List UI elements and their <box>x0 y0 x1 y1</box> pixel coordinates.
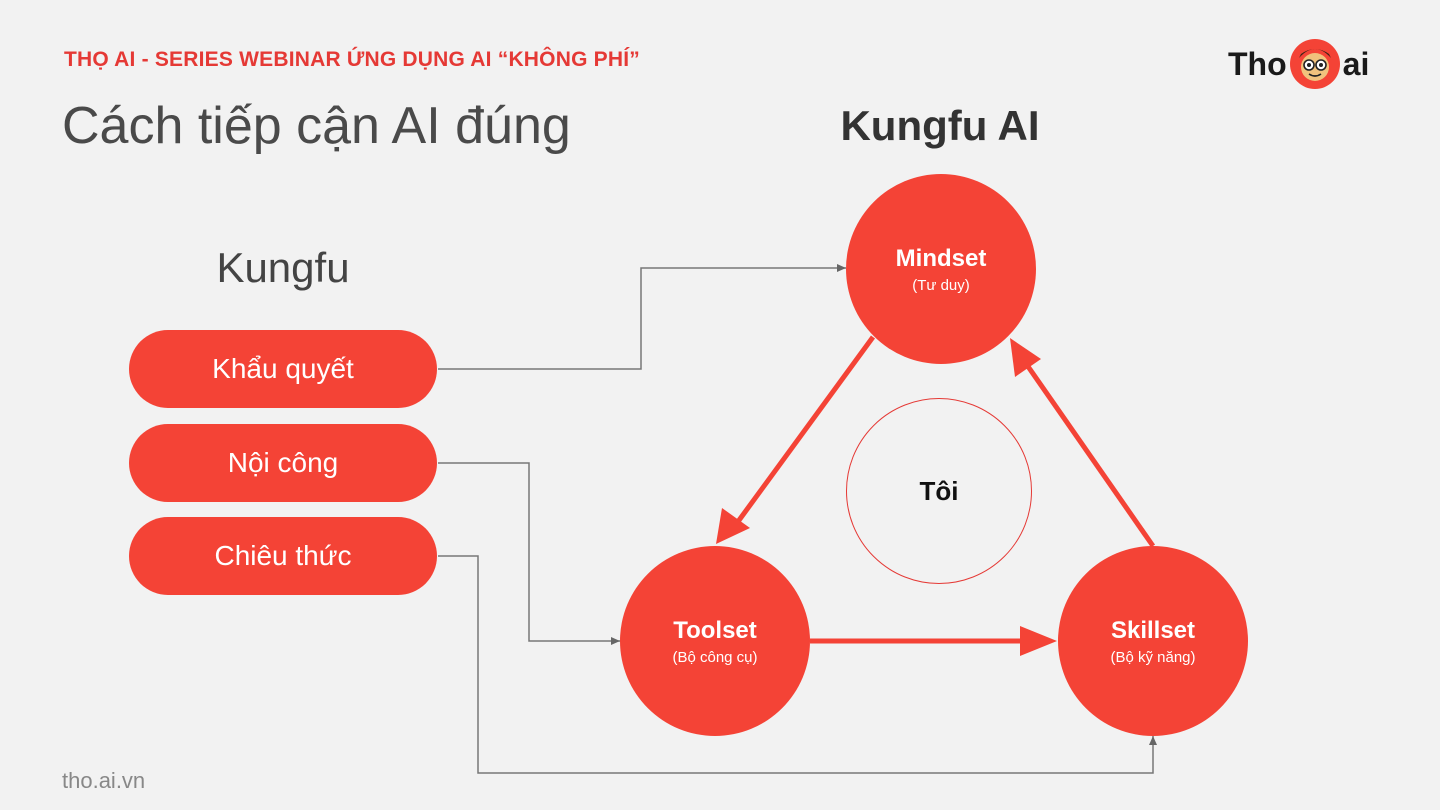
pill-noi-cong[interactable]: Nội công <box>129 424 437 502</box>
node-mindset-label: Mindset <box>895 244 987 272</box>
center-node-toi: Tôi <box>846 398 1032 584</box>
series-label: THỌ AI - SERIES WEBINAR ỨNG DỤNG AI “KHÔ… <box>64 48 640 71</box>
node-skillset[interactable]: Skillset (Bộ kỹ năng) <box>1058 546 1248 736</box>
node-toolset[interactable]: Toolset (Bộ công cụ) <box>620 546 810 736</box>
node-skillset-sub: (Bộ kỹ năng) <box>1110 648 1196 666</box>
node-toolset-label: Toolset <box>673 616 757 644</box>
node-toolset-sub: (Bộ công cụ) <box>672 648 758 666</box>
connector-noi-cong-toolset <box>438 462 620 645</box>
arrow-skillset-mindset <box>1024 363 1156 548</box>
pill-chieu-thuc[interactable]: Chiêu thức <box>129 517 437 595</box>
diagram-title: Kungfu AI <box>840 102 1040 149</box>
connector-khau-quyet-mindset <box>438 264 846 370</box>
page-title: Cách tiếp cận AI đúng <box>62 97 571 155</box>
logo-text-right: ai <box>1342 45 1370 82</box>
node-skillset-label: Skillset <box>1110 616 1196 644</box>
logo: Tho ai <box>1228 36 1369 92</box>
arrowhead-skillset <box>1020 626 1057 656</box>
node-mindset-sub: (Tư duy) <box>912 276 970 294</box>
node-mindset[interactable]: Mindset (Tư duy) <box>846 174 1036 364</box>
kungfu-heading: Kungfu <box>216 244 350 291</box>
logo-text-left: Tho <box>1228 45 1287 82</box>
footer-site: tho.ai.vn <box>62 768 146 793</box>
arrowhead-mindset <box>1010 338 1041 377</box>
arrow-mindset-toolset <box>734 335 876 525</box>
pill-khau-quyet[interactable]: Khẩu quyết <box>129 330 437 408</box>
mascot-icon <box>1289 39 1340 89</box>
connector-chieu-thuc-skillset <box>438 555 1157 774</box>
arrowhead-toolset <box>716 508 750 544</box>
